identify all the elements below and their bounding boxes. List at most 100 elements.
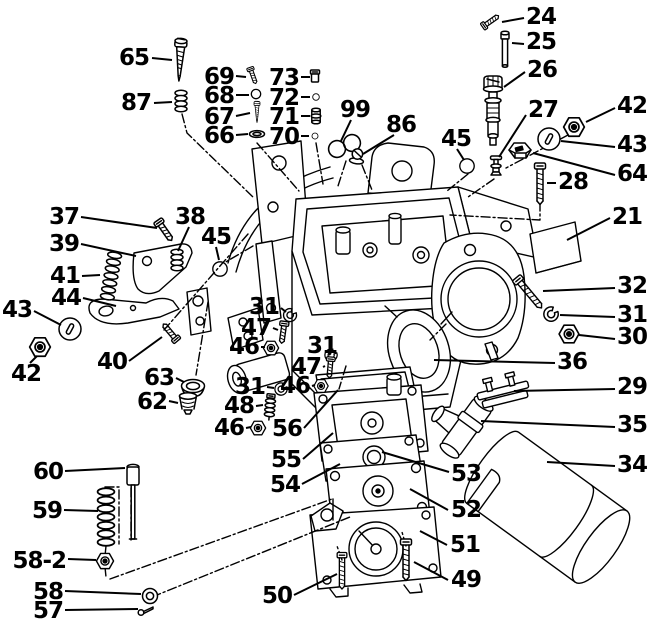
leader-69 [235,75,247,78]
disc-slot-glyph [537,127,561,151]
valve27-glyph [489,155,503,176]
callout-49: 49 [451,567,481,593]
callout-48: 48 [224,393,254,419]
hexnut-glyph [262,340,280,356]
callout-56: 56 [272,416,302,442]
callout-47: 47 [241,315,271,341]
leader-24 [501,17,525,23]
leader-50 [293,573,338,596]
callout-47: 47 [291,354,321,380]
leader-45 [456,148,465,161]
leader-87 [153,101,173,104]
leader-25 [511,42,525,45]
callout-38: 38 [175,204,205,230]
leader-43 [33,310,62,326]
callout-25: 25 [526,29,556,55]
callout-32: 32 [617,273,647,299]
leader-44 [82,297,117,307]
oring-sm-glyph [311,132,319,140]
callout-44: 44 [51,285,81,311]
callout-40: 40 [97,349,127,375]
callout-46: 46 [229,334,259,360]
leader-57 [64,608,139,611]
washer-glyph [141,587,159,605]
leader-37 [80,216,158,229]
leader-29 [513,388,616,392]
callout-46: 46 [280,373,310,399]
leader-21 [566,217,611,241]
oring-sm-glyph [312,93,320,101]
leader-66 [235,133,249,136]
leader-99 [340,119,352,142]
leader-35 [480,420,616,428]
callout-35: 35 [617,412,647,438]
leader-42 [585,107,616,123]
callout-68: 68 [204,83,234,109]
callout-30: 30 [617,324,647,350]
leader-36 [433,359,556,364]
callout-66: 66 [204,123,234,149]
carburetor-illustration [88,113,631,598]
washer-flat-glyph [248,129,266,139]
screwwasher-glyph [348,147,366,166]
callout-43: 43 [617,132,647,158]
callout-31: 31 [235,374,265,400]
callout-46: 46 [214,415,244,441]
hexnut-glyph [249,420,267,436]
callout-58-2: 58-2 [12,548,66,574]
screw-sm-glyph [152,216,177,245]
hexnut-glyph [313,379,329,393]
callout-62: 62 [137,389,167,415]
leader-56 [303,389,339,429]
callout-39: 39 [49,231,79,257]
spring-sm-glyph [170,248,184,272]
callout-72: 72 [269,85,299,111]
callout-21: 21 [612,204,642,230]
mounting-flange [430,232,526,365]
callout-50: 50 [262,583,292,609]
leader-60 [64,467,126,472]
callout-31: 31 [617,302,647,328]
leader-58 [64,590,142,595]
hexnut-glyph [562,116,586,138]
callout-58: 58 [33,579,63,605]
leader-53 [381,451,450,473]
callout-87: 87 [121,90,151,116]
leader-48 [255,404,264,407]
callout-59: 59 [32,498,62,524]
screw-lg-glyph [533,162,547,206]
plunger-glyph [126,463,140,540]
needle-glyph [253,100,261,123]
oring-sm-glyph [250,88,262,100]
leader-47 [322,365,326,368]
fuel-pump-stack [309,366,442,598]
leader-38 [177,226,190,252]
leader-32 [542,287,616,292]
hexnut-glyph [558,324,580,344]
leader-55 [302,432,334,460]
clamp-bracket [476,371,530,409]
callout-63: 63 [144,365,174,391]
leader-30 [578,334,616,340]
screw-sm-glyph [479,11,502,31]
callout-45: 45 [201,224,231,250]
leader-46 [245,426,252,429]
callout-29: 29 [617,374,647,400]
callout-70: 70 [269,124,299,150]
spring-lg-glyph [96,487,116,547]
callout-51: 51 [450,532,480,558]
leader-63 [175,377,185,383]
callout-43: 43 [2,297,32,323]
disc-slot-glyph [58,317,82,341]
throttle-shaft-boss [226,307,291,394]
callout-27: 27 [528,97,558,123]
leader-62 [168,400,179,404]
leader-52 [409,488,449,511]
callout-31: 31 [307,333,337,359]
leader-58-2 [67,558,97,561]
callout-54: 54 [270,472,300,498]
callout-64: 64 [617,161,647,187]
callout-65: 65 [119,45,149,71]
leader-27 [498,114,527,158]
valve26-glyph [482,75,504,146]
